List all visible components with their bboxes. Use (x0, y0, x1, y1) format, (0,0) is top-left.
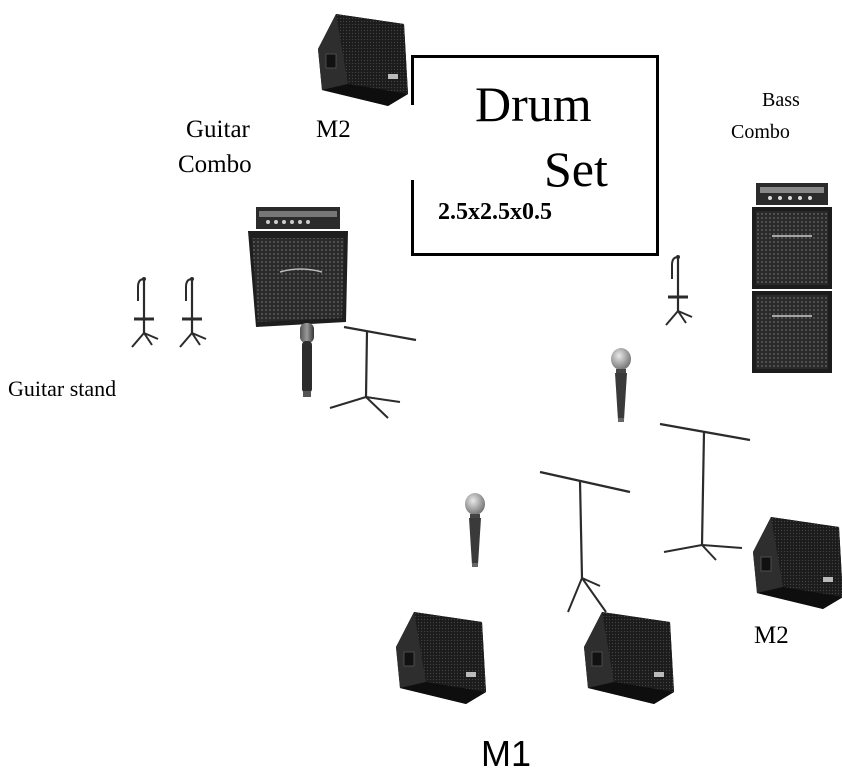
stage-monitor-icon (317, 13, 409, 107)
mic-boom-stand-icon (659, 422, 751, 561)
drum-set-label-line1: Drum (475, 76, 592, 132)
stage-monitor-icon (752, 516, 842, 610)
microphone-icon (611, 348, 631, 422)
drum-box-border-left-lower (411, 180, 414, 256)
mic-boom-stand-icon (539, 470, 631, 613)
drum-box-border-left-upper (411, 55, 414, 105)
guitar-stand-icon (664, 253, 694, 327)
bass-amp-stack-icon (752, 183, 832, 373)
stage-monitor-icon (395, 611, 487, 705)
drum-box-border-right (656, 55, 659, 256)
guitar-amp-stack-icon (248, 207, 348, 327)
drum-riser-size-label: 2.5x2.5x0.5 (438, 199, 552, 225)
stage-monitor-icon (583, 611, 675, 705)
monitor-front-label: M1 (481, 733, 532, 774)
drum-box-border-bottom (411, 253, 659, 256)
microphone-icon (465, 493, 485, 567)
bass-combo-label-line1: Bass (762, 89, 800, 111)
guitar-stand-icon (130, 275, 160, 349)
monitor-top-label: M2 (316, 116, 351, 143)
mic-boom-stand-icon (329, 325, 417, 419)
monitor-right-label: M2 (754, 622, 789, 649)
guitar-stand-label: Guitar stand (8, 376, 117, 401)
microphone-icon (300, 323, 314, 397)
drum-set-label-line2: Set (544, 141, 608, 197)
drum-riser-box (411, 55, 659, 256)
guitar-combo-label-line1: Guitar (186, 116, 250, 143)
guitar-combo-label-line2: Combo (178, 151, 252, 178)
guitar-stand-icon (178, 275, 208, 349)
bass-combo-label-line2: Combo (731, 121, 790, 143)
drum-box-border-top (411, 55, 659, 58)
